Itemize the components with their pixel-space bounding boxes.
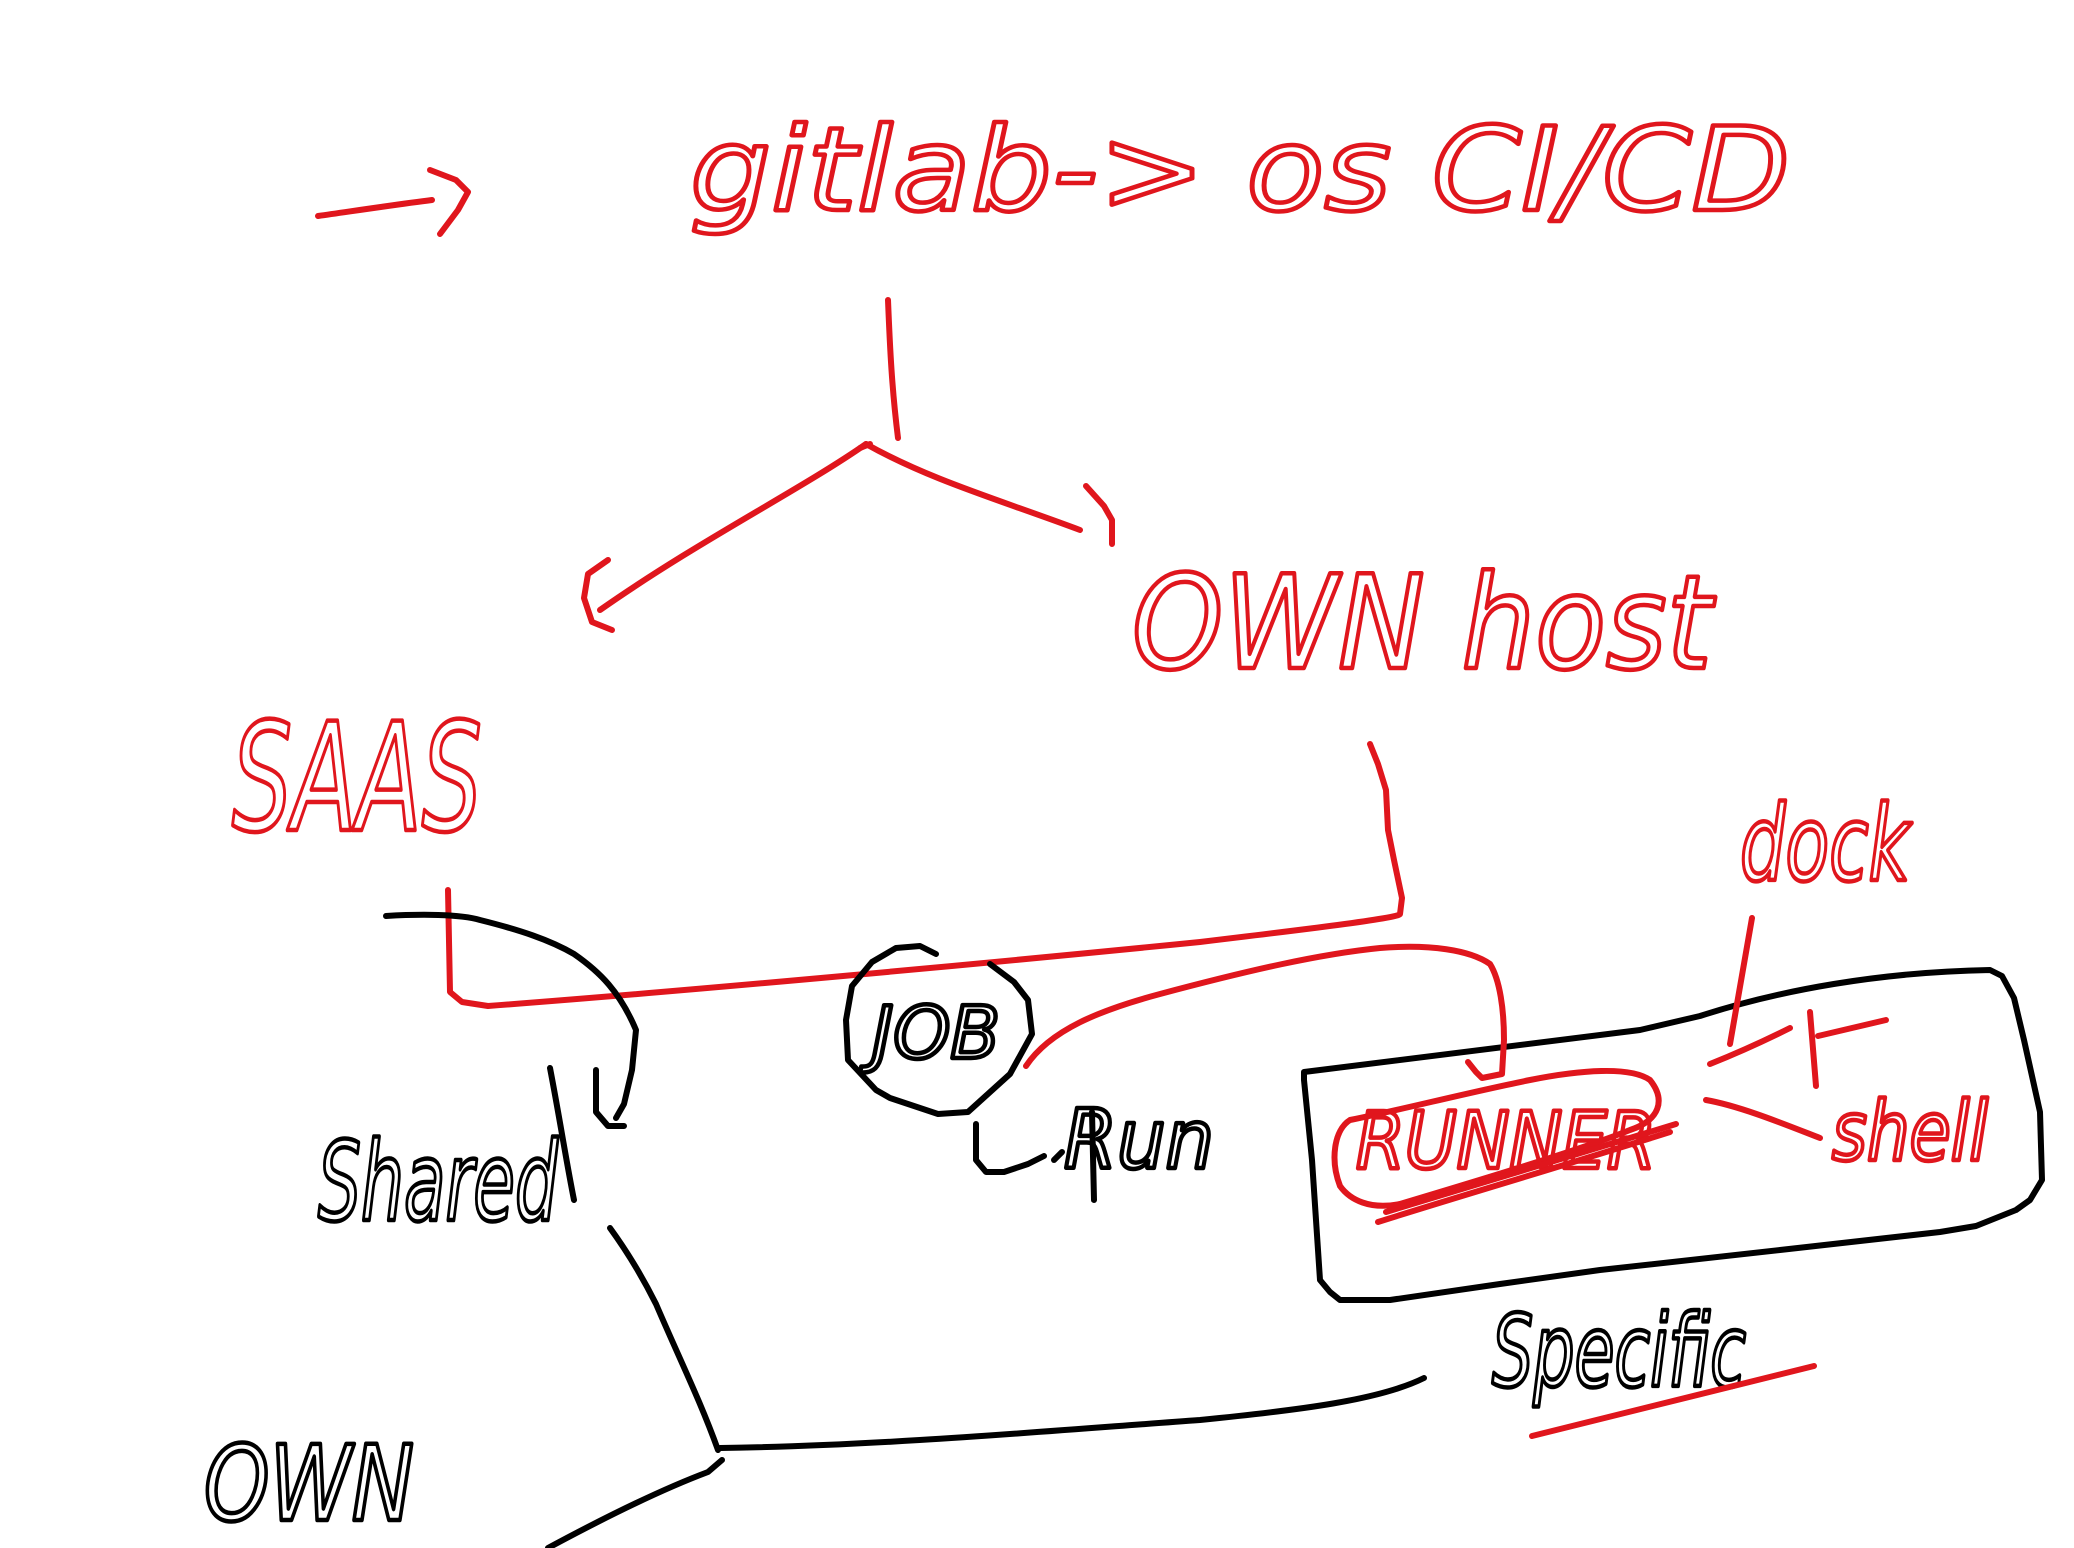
dock-stem-stroke	[1727, 915, 1755, 1047]
shell-label: shell	[1832, 1085, 1988, 1180]
shared-stroke	[547, 1065, 577, 1203]
saas-label: SAAS	[232, 692, 482, 866]
junction-specific-connector	[717, 1375, 1427, 1451]
own-label: OWN	[204, 1423, 414, 1545]
runner-strike-stroke-2	[1383, 1121, 1679, 1215]
shell-arrow-icon	[1703, 1097, 1823, 1141]
run-stem-stroke	[1089, 1109, 1097, 1203]
right-branch-arrow-icon	[1083, 483, 1115, 547]
dock-label: dock	[1740, 783, 1913, 905]
junction-own-connector	[545, 1457, 725, 1548]
run-label: Run	[1064, 1093, 1214, 1188]
title-text: gitlab-> os CI/CD	[690, 103, 1790, 238]
shell-divider-cap	[1815, 1017, 1889, 1039]
shared-down-connector	[607, 1225, 721, 1453]
job-runner-connector	[1023, 943, 1507, 1081]
run-arrow-tip	[1051, 1149, 1065, 1163]
own-host-label: OWN host	[1132, 547, 1716, 699]
tree-connector	[597, 297, 1083, 613]
job-label: JOB	[860, 991, 1000, 1075]
shell-divider-stroke	[1807, 1009, 1819, 1089]
runner-strike-stroke	[1375, 1129, 1673, 1225]
shared-label: Shared	[318, 1118, 559, 1246]
run-arrow-icon	[973, 1121, 1047, 1175]
specific-underline	[1529, 1363, 1817, 1439]
left-branch-arrow-icon	[581, 557, 615, 633]
intro-arrow-icon	[315, 167, 471, 237]
dock-arrow-icon	[1707, 1025, 1793, 1067]
runner-circle	[1331, 1068, 1662, 1209]
job-circle	[843, 943, 1035, 1117]
shared-arrow-icon	[593, 1067, 627, 1129]
runner-container-box	[1301, 967, 2045, 1303]
shared-curve-connector	[383, 911, 639, 1121]
